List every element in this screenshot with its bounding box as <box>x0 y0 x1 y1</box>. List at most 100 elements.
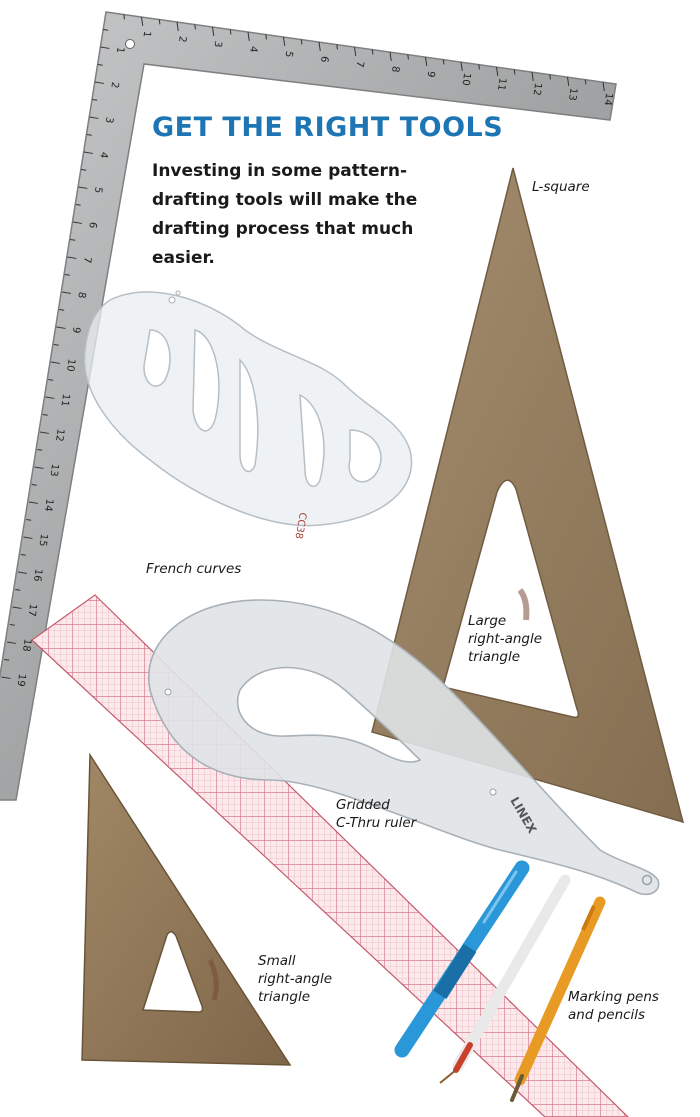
l-square-side-number-19: 19 <box>14 673 27 687</box>
l-square-side-half-tick-13 <box>37 449 43 451</box>
l-square-side-number-4: 4 <box>97 151 109 159</box>
l-square-top-tick-7 <box>354 46 357 56</box>
l-square-top-number-6: 6 <box>318 55 330 63</box>
l-square-top-tick-8 <box>389 51 392 61</box>
l-square-side-tick-10 <box>50 361 60 364</box>
label-ruler: Gridded C-Thru ruler <box>336 796 416 832</box>
l-square-side-tick-13 <box>34 466 44 469</box>
label-large-triangle-line-2: right-angle <box>468 631 543 647</box>
white-pen <box>439 874 571 1084</box>
label-large-triangle-line-1: Large <box>468 613 507 629</box>
l-square-top-number-10: 10 <box>460 72 473 86</box>
label-pens-line-2: and pencils <box>568 1007 646 1023</box>
l-square-side-number-14: 14 <box>42 498 55 512</box>
l-square-side-number-7: 7 <box>81 256 93 264</box>
l-square-top-number-1: 1 <box>140 30 152 38</box>
large-french-curve: LINEX <box>147 599 660 896</box>
l-square-top-number-9: 9 <box>424 70 436 78</box>
l-square-side-half-tick-15 <box>26 519 32 521</box>
l-square-side-tick-18 <box>6 641 16 644</box>
l-square-side-tick-1 <box>100 46 110 49</box>
l-square-side-half-tick-6 <box>75 204 81 206</box>
l-square-side-half-tick-8 <box>64 274 70 276</box>
l-square-top-tick-9 <box>425 56 428 66</box>
l-square-side-tick-17 <box>12 606 22 609</box>
label-ruler-line-1: Gridded <box>336 797 390 813</box>
l-square-side-half-tick-14 <box>31 484 37 486</box>
orange-pencil <box>510 896 606 1102</box>
l-square-side-tick-3 <box>89 116 99 119</box>
l-square-side-number-1: 1 <box>114 46 126 54</box>
l-square-top-number-8: 8 <box>389 65 401 73</box>
l-square-top-number-12: 12 <box>531 82 544 96</box>
l-square-side-half-tick-2 <box>97 64 103 66</box>
l-square-side-tick-8 <box>61 291 71 294</box>
l-square-top-tick-12 <box>531 71 534 81</box>
l-square-top-tick-13 <box>567 76 570 86</box>
l-square-side-number-17: 17 <box>25 603 38 617</box>
l-square-top-number-4: 4 <box>247 45 259 53</box>
l-square-side-half-tick-11 <box>48 379 54 381</box>
l-square-top-half-tick-5 <box>265 34 267 40</box>
l-square-top-half-tick-12 <box>513 69 516 75</box>
l-square-top-half-tick-1 <box>123 14 125 20</box>
label-small-triangle-line-1: Small <box>258 953 296 969</box>
l-square-side-tick-7 <box>67 256 77 259</box>
l-square-top-number-7: 7 <box>353 60 365 68</box>
label-large-triangle: Large right-angle triangle <box>468 612 542 666</box>
blue-marking-pen <box>394 860 530 1058</box>
l-square-top-tick-5 <box>283 36 286 46</box>
l-square-top-half-tick-13 <box>549 74 551 80</box>
l-square-side-number-2: 2 <box>108 81 120 89</box>
l-square-side-tick-9 <box>56 326 66 329</box>
l-square-side-tick-16 <box>17 571 27 574</box>
label-small-triangle-line-2: right-angle <box>258 971 333 987</box>
l-square-top-tick-3 <box>212 26 215 36</box>
l-square-side-tick-11 <box>45 396 55 399</box>
label-large-triangle-line-3: triangle <box>468 649 521 665</box>
l-square-top-tick-4 <box>247 31 250 41</box>
l-square-side-number-6: 6 <box>86 221 98 229</box>
l-square-top-tick-2 <box>176 21 179 31</box>
l-square-top-tick-10 <box>460 61 463 71</box>
l-square-top-half-tick-11 <box>478 64 480 70</box>
l-square-side-half-tick-16 <box>20 554 26 556</box>
l-square-side-half-tick-3 <box>92 99 98 101</box>
l-square-top-half-tick-10 <box>442 59 445 65</box>
l-square-side-half-tick-1 <box>103 29 109 31</box>
l-square-side-tick-4 <box>83 151 93 154</box>
label-pens-line-1: Marking pens <box>568 989 659 1005</box>
l-square-top-half-tick-4 <box>229 29 232 35</box>
small-right-angle-triangle <box>81 752 292 1066</box>
l-square-top-number-2: 2 <box>176 35 188 43</box>
intro-text: Investing in some pattern-drafting tools… <box>152 161 418 268</box>
l-square-top-number-14: 14 <box>602 92 615 106</box>
l-square-top-half-tick-8 <box>371 49 374 55</box>
large-right-angle-triangle <box>371 167 685 824</box>
l-square-side-half-tick-5 <box>81 169 87 171</box>
l-square-top-number-11: 11 <box>495 77 508 91</box>
small-curve-imprint: CC38 <box>292 511 307 539</box>
l-square-side-half-tick-7 <box>70 239 76 241</box>
l-square-side-number-3: 3 <box>103 116 115 124</box>
l-square-side-number-18: 18 <box>20 638 33 652</box>
l-square-side-half-tick-9 <box>59 309 65 311</box>
label-french-curves-line: French curves <box>146 561 242 577</box>
l-square-side-number-15: 15 <box>36 533 49 547</box>
l-square-top-half-tick-7 <box>336 44 338 50</box>
l-square-side-tick-5 <box>78 186 88 189</box>
l-square-top-half-tick-3 <box>194 24 196 30</box>
l-square-side-number-11: 11 <box>58 393 71 407</box>
label-l-square: L-square <box>532 178 590 196</box>
l-square-top-half-tick-9 <box>407 54 409 60</box>
l-square-side-number-8: 8 <box>75 291 87 299</box>
label-l-square-line: L-square <box>532 179 590 195</box>
l-square-top-number-3: 3 <box>211 40 223 48</box>
l-square-side-number-12: 12 <box>53 428 66 442</box>
l-square-side-tick-14 <box>28 501 38 504</box>
hang-hole <box>125 39 135 49</box>
